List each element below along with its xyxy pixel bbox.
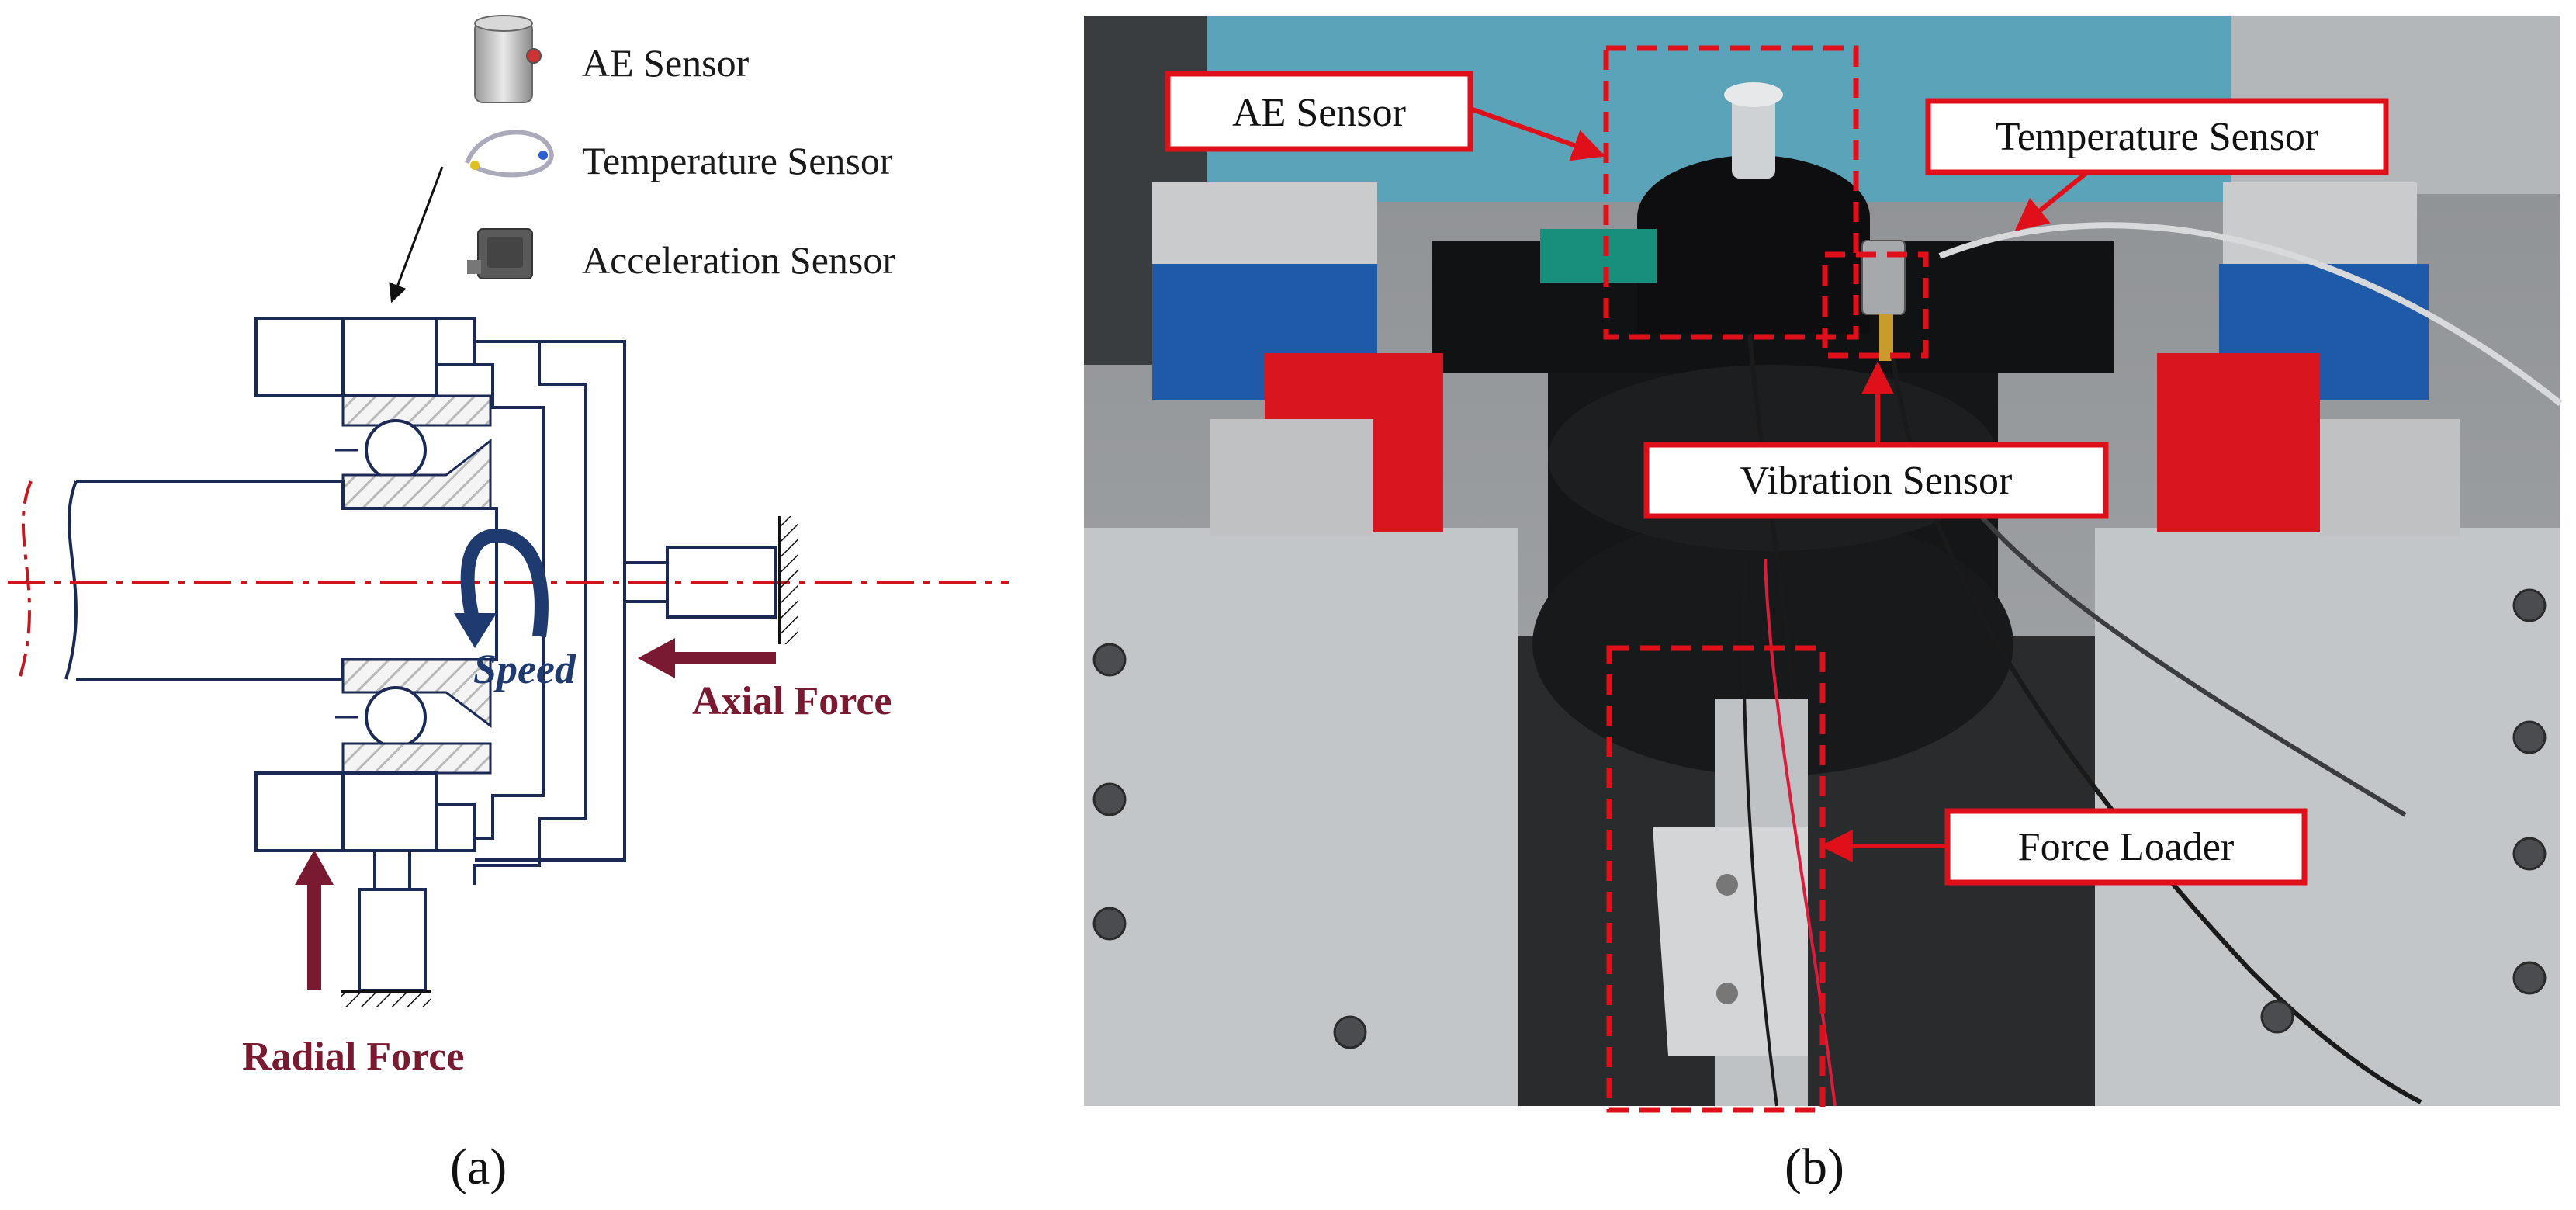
radial-ground-hatch: [341, 992, 431, 1007]
force-loader-highlight-box: [1606, 645, 1826, 1113]
ae-cable: [1747, 333, 1795, 699]
panel-a-caption: (a): [450, 1139, 507, 1195]
force-loader-plate: [1653, 827, 1808, 1056]
inner-ring-bottom: [341, 658, 492, 729]
outer-ring-bottom: [341, 742, 492, 775]
acceleration-sensor-icon: [467, 228, 533, 279]
temperature-sensor-icon: [465, 130, 554, 178]
ae-sensor-callout-box: [1165, 71, 1473, 152]
temperature-sensor-callout-label: Temperature Sensor: [1996, 115, 2319, 159]
speed-arrow-head: [454, 613, 497, 648]
vibration-sensor-callout-box: [1643, 442, 2109, 519]
temperature-sensor-callout-box: [1925, 98, 2389, 175]
panel-b-photo: AE Sensor Temperature Sensor Vibration S…: [1084, 16, 2563, 1195]
axial-force-label: Axial Force: [692, 679, 892, 723]
speed-label: Speed: [473, 646, 576, 692]
ae-sensor-icon: [474, 15, 542, 103]
ae-sensor-knob: [1732, 93, 1775, 179]
loader-bolt-1: [1716, 874, 1738, 896]
right-red-tape: [2157, 353, 2320, 532]
vibration-sensor-body: [1861, 240, 1906, 315]
vibration-sensor-callout-label: Vibration Sensor: [1740, 459, 2013, 503]
vibration-sensor-highlight-box: [1822, 251, 1929, 359]
outer-housing-bottom-step: [435, 803, 476, 852]
radial-force-label: Radial Force: [242, 1035, 464, 1079]
shaft: [76, 480, 498, 681]
legend-pointer-arrow: [389, 166, 444, 303]
legend-acceleration-sensor-label: Acceleration Sensor: [582, 238, 895, 282]
outer-housing-top-right: [341, 317, 438, 397]
legend-ae-sensor-label: AE Sensor: [582, 41, 750, 85]
panel-b-caption: (b): [1785, 1139, 1844, 1195]
outer-housing-top-left: [254, 317, 345, 397]
speed-rotation-arrow: [460, 528, 549, 638]
red-wire: [1764, 558, 1837, 1107]
legend-temperature-sensor-label: Temperature Sensor: [582, 139, 893, 182]
radial-force-arrow: [295, 850, 334, 990]
ball-bottom: [365, 686, 427, 748]
axial-force-arrow: [638, 638, 776, 678]
axial-loader-body: [666, 546, 777, 619]
force-loader-callout-label: Force Loader: [2018, 825, 2235, 869]
left-base-plate: [1084, 528, 1518, 1106]
ae-sensor-base: [1637, 217, 1870, 334]
ae-sensor-callout-label: AE Sensor: [1232, 91, 1406, 135]
base-bolts: [1092, 588, 2547, 1049]
outer-housing-bottom-right: [341, 771, 438, 852]
shaft-broken-end: [18, 480, 33, 680]
radial-loader-rod: [373, 849, 411, 891]
axial-ground-hatch: [780, 516, 798, 644]
left-clamp-base: [1210, 419, 1373, 536]
outer-ring-top: [341, 394, 492, 427]
ball-top: [365, 419, 427, 481]
temperature-sensor-callout-arrow: [2014, 170, 2089, 231]
black-wire: [1742, 558, 1778, 1107]
ae-sensor-callout-arrow: [1470, 106, 1605, 161]
ae-sensor-highlight-box: [1603, 45, 1859, 340]
vibration-sensor-connector: [1879, 314, 1893, 361]
ae-sensor-knob-top: [1724, 82, 1783, 107]
shaft-end-break: [64, 480, 78, 680]
gray-cable: [1968, 503, 2407, 817]
radial-loader-body: [358, 888, 427, 992]
loader-bolt-2: [1716, 983, 1738, 1004]
temperature-cable: [1938, 222, 2563, 407]
bearing-disc: [1532, 512, 2013, 776]
green-tag: [1540, 229, 1657, 283]
outer-housing-top-step: [435, 317, 476, 366]
outer-housing-bottom-left: [254, 771, 345, 852]
right-clamp-base: [2320, 419, 2460, 536]
panel-a-diagram: AE Sensor Temperature Sensor Acceleratio…: [8, 15, 1009, 1195]
